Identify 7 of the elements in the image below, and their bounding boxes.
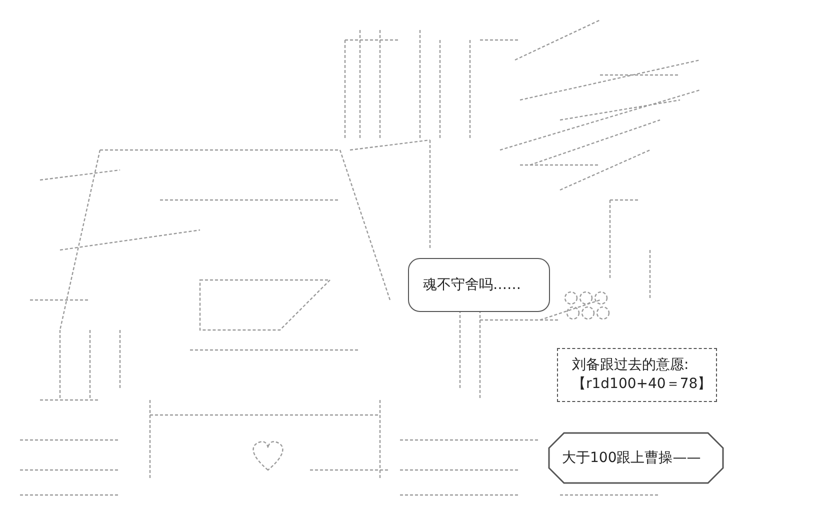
speech-bubble bbox=[408, 258, 550, 312]
box-text: 【r1d100+40＝78】 bbox=[572, 375, 702, 394]
box-text: 刘备跟过去的意愿: bbox=[572, 356, 690, 375]
octagon-box bbox=[548, 432, 724, 484]
box-text: 大于100跟上曹操—— bbox=[562, 448, 702, 468]
text-box bbox=[557, 348, 717, 402]
box-text: 魂不守舍吗…… bbox=[423, 276, 522, 294]
